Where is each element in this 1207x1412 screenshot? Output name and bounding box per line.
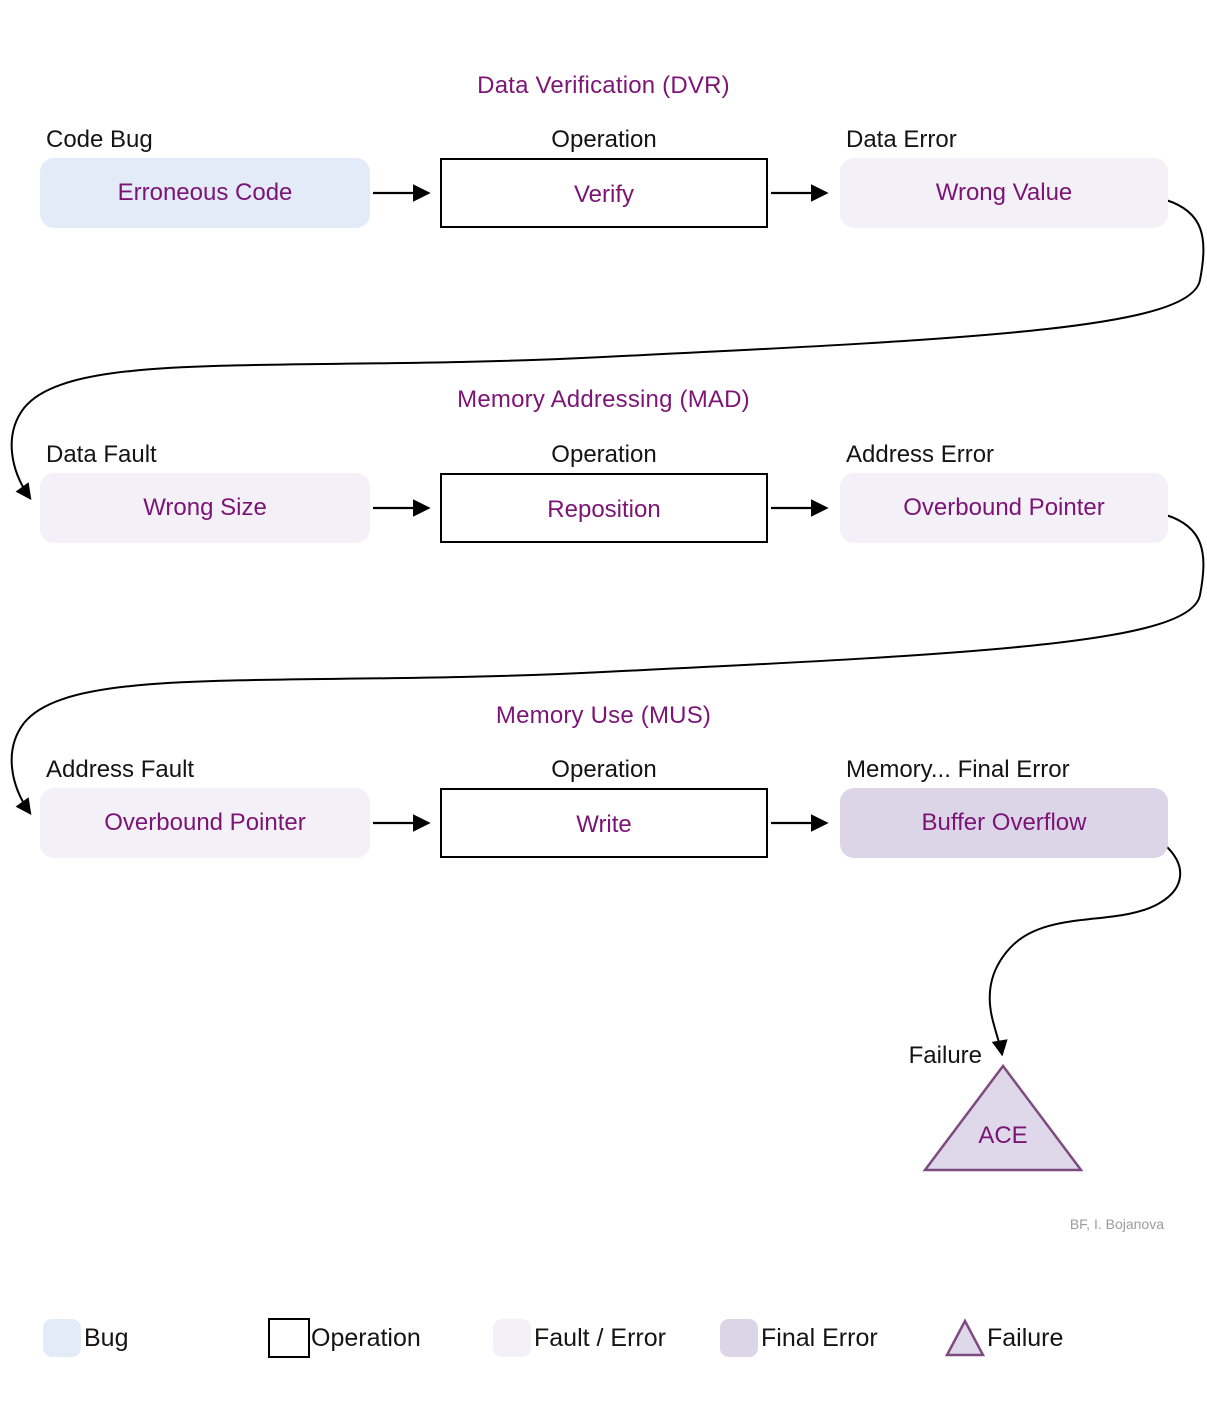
mad-cause-label: Data Fault [46, 441, 157, 468]
legend-item-fault-error: Fault / Error [493, 1316, 666, 1360]
dvr-effect-node: Wrong Value [840, 158, 1168, 228]
legend-label: Bug [84, 1323, 129, 1352]
dvr-operation-node: Verify [440, 158, 768, 228]
failure-triangle [922, 1063, 1084, 1172]
mus-effect-label: Memory... Final Error [846, 756, 1070, 783]
dvr-effect-label: Data Error [846, 126, 957, 153]
mus-effect-node: Buffer Overflow [840, 788, 1168, 858]
bug-swatch-icon [43, 1319, 81, 1357]
failure-label: Failure [908, 1042, 982, 1069]
curve-mus-to-failure [988, 845, 1182, 1057]
legend-item-operation: Operation [268, 1316, 421, 1360]
mad-cause-node: Wrong Size [40, 473, 370, 543]
operation-swatch-icon [268, 1318, 310, 1358]
failure-triangle-text: ACE [978, 1122, 1028, 1149]
mus-cause-node: Overbound Pointer [40, 788, 370, 858]
legend-label: Operation [311, 1323, 421, 1352]
legend-item-final-error: Final Error [720, 1316, 878, 1360]
attribution-text: BF, I. Bojanova [1069, 1216, 1164, 1232]
mad-effect-node: Overbound Pointer [840, 473, 1168, 543]
legend-label: Failure [987, 1323, 1064, 1352]
dvr-cause-node: Erroneous Code [40, 158, 370, 228]
legend-label: Final Error [761, 1323, 878, 1352]
section-title-mad: Memory Addressing (MAD) [457, 386, 750, 413]
legend-item-failure: Failure [943, 1316, 1063, 1360]
dvr-operation-label: Operation [551, 126, 657, 153]
mus-operation-label: Operation [551, 756, 657, 783]
mus-operation-node: Write [440, 788, 768, 858]
legend-label: Fault / Error [534, 1323, 666, 1352]
section-title-dvr: Data Verification (DVR) [477, 72, 730, 99]
legend-item-bug: Bug [43, 1316, 128, 1360]
mus-cause-label: Address Fault [46, 756, 195, 783]
mad-effect-label: Address Error [846, 441, 995, 468]
failure-triangle-icon [944, 1318, 986, 1357]
fault-error-swatch-icon [493, 1319, 531, 1357]
mad-operation-label: Operation [551, 441, 657, 468]
dvr-cause-label: Code Bug [46, 126, 153, 153]
section-title-mus: Memory Use (MUS) [495, 702, 712, 729]
mad-operation-node: Reposition [440, 473, 768, 543]
final-error-swatch-icon [720, 1319, 758, 1357]
